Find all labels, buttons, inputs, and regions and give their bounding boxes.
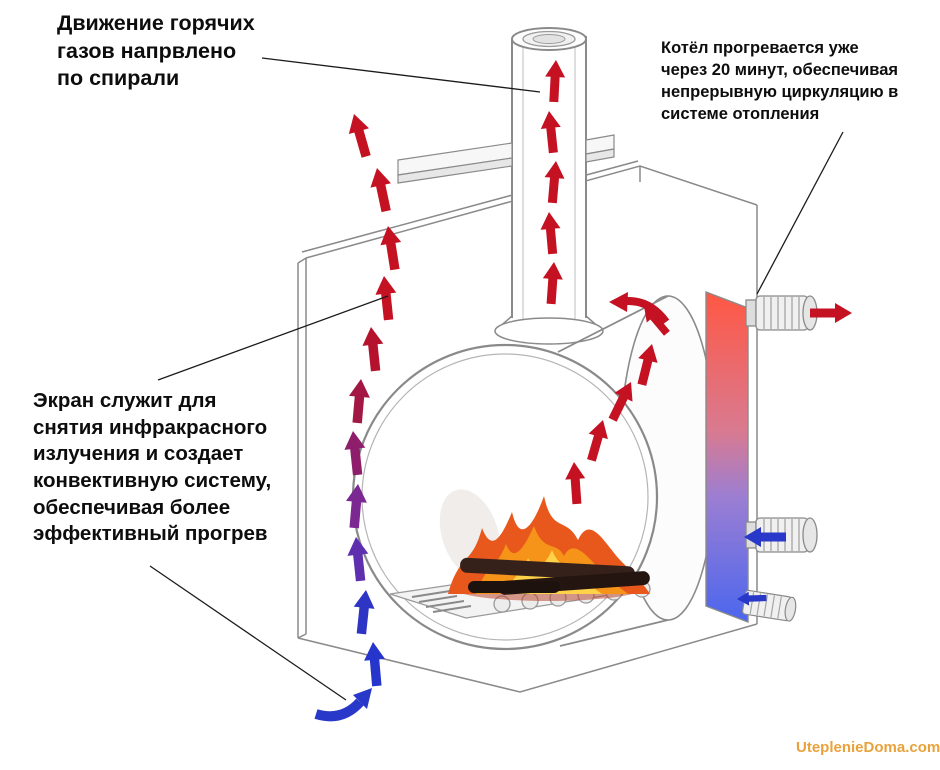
- firebox: [389, 489, 651, 619]
- hot-air-arrow-icon: [366, 165, 397, 214]
- convection-arrow-icon: [362, 641, 388, 687]
- hot-air-arrow-icon: [373, 274, 400, 321]
- annotation-line: [756, 131, 844, 295]
- water-pipe-top: [745, 295, 818, 331]
- hot-gas-curve-arrowhead-icon: [609, 292, 628, 312]
- logs: [460, 557, 650, 595]
- flue-gas-arrows: [564, 292, 674, 505]
- annotation-hot-gas-spiral: Движение горячих газов напрвлено по спир…: [57, 11, 255, 91]
- annotation-lines: [149, 57, 844, 701]
- chimney-collar: [494, 317, 604, 345]
- annotation-line: [261, 57, 541, 93]
- damper-plate: [397, 134, 615, 184]
- water-pipe-drain: [741, 589, 797, 622]
- annotation-line: [157, 295, 389, 381]
- annotation-screen-function: Экран служит для снятия инфракрасного из…: [33, 389, 272, 546]
- hot-gas-curve-arrow: [625, 296, 670, 325]
- convection-arrow-icon: [346, 378, 372, 424]
- annotation-boiler-heatup: Котёл прогревается уже через 20 минут, о…: [661, 39, 899, 123]
- cold-air-inlet-arrow: [314, 688, 372, 722]
- convection-arrow-icon: [360, 325, 387, 372]
- ash-plate-slots: [411, 590, 472, 613]
- chimney: [494, 27, 604, 345]
- cold-air-arrowhead-icon: [353, 688, 372, 709]
- annotation-line: [149, 565, 347, 701]
- watermark-site-name: UteplenieDoma.com: [796, 739, 940, 756]
- convection-arrow-icon: [350, 588, 377, 635]
- hot-air-arrow-icon: [343, 111, 377, 160]
- heat-exchanger-panel: [705, 290, 749, 624]
